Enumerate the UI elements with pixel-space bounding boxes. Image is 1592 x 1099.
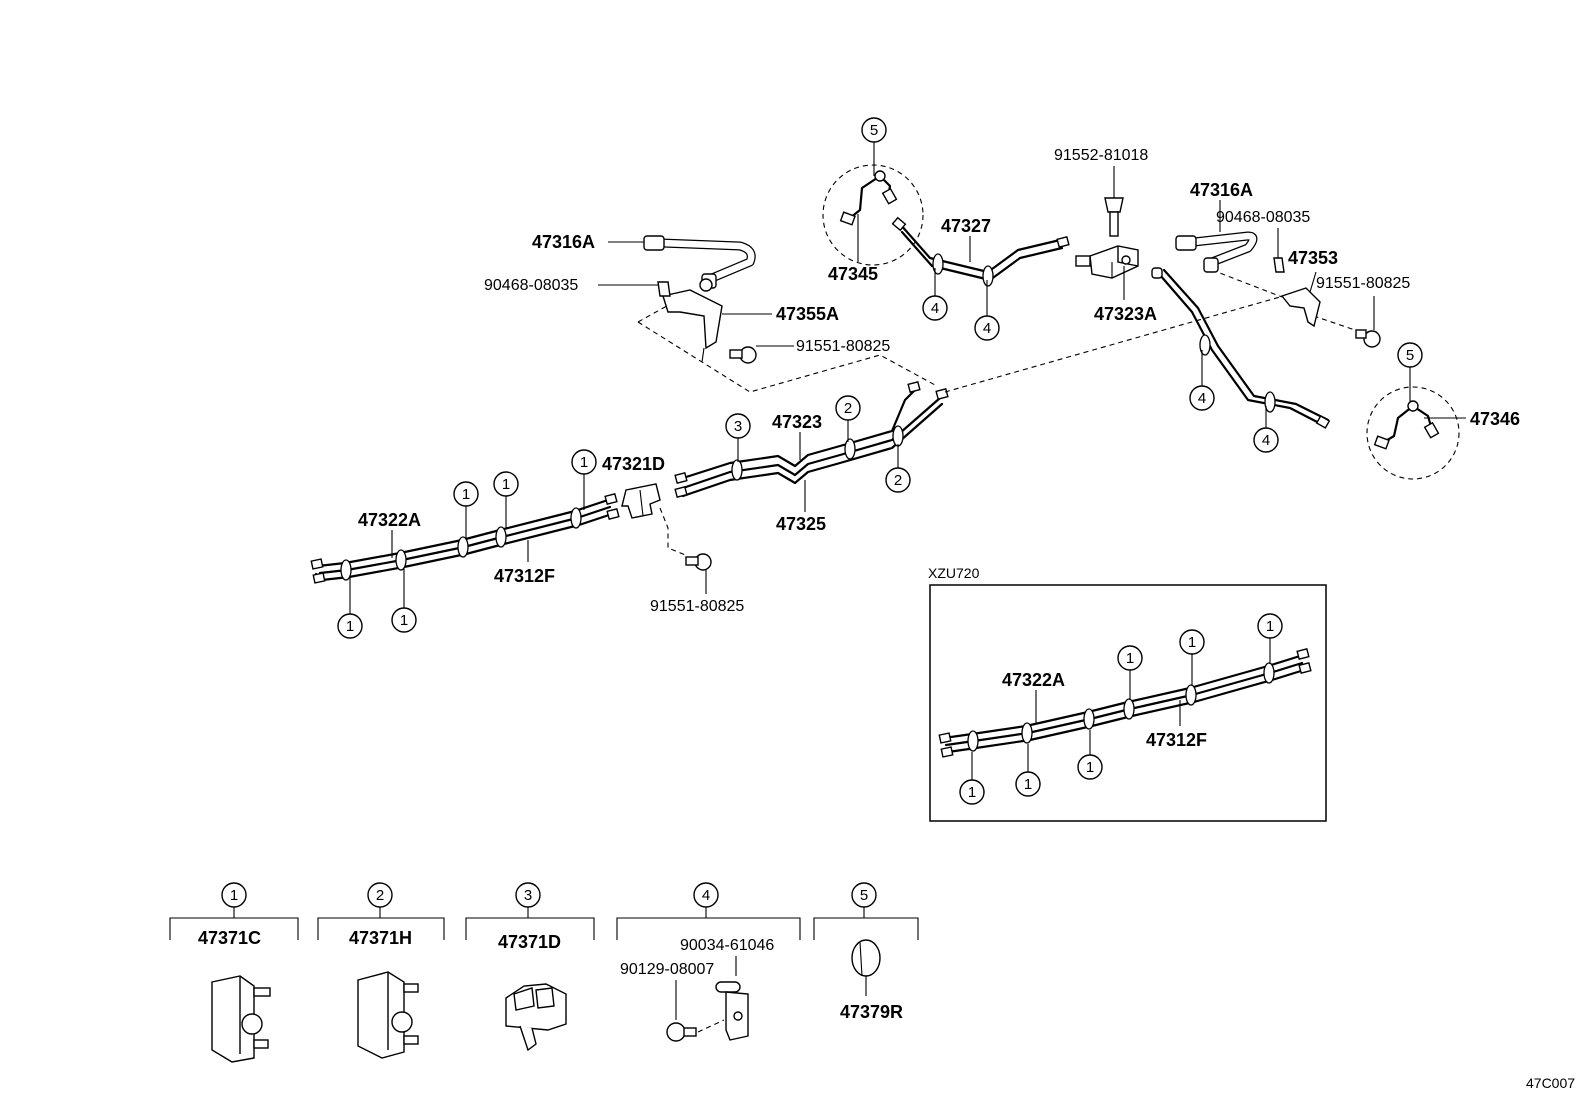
label-47321D: 47321D: [602, 454, 665, 474]
inset-label-47322A: 47322A: [1002, 670, 1065, 690]
legend-label-47379R: 47379R: [840, 1002, 903, 1022]
bracket-47321D: [621, 483, 712, 571]
label-91551-b: 91551-80825: [1316, 275, 1410, 292]
callout-3: 3: [734, 418, 742, 435]
label-47323: 47323: [772, 412, 822, 432]
callout-2: 2: [844, 400, 852, 417]
legend-item-1: 1 47371C: [169, 882, 299, 1063]
legend-label-90129: 90129-08007: [620, 961, 714, 978]
label-47345: 47345: [828, 264, 878, 284]
label-47346: 47346: [1470, 409, 1520, 429]
callout-2: 2: [894, 472, 902, 489]
hose-47345: [822, 164, 924, 266]
callout-1: 1: [968, 784, 976, 801]
bolt-91551-b: [1355, 329, 1381, 348]
junction-47323A: [1075, 245, 1139, 279]
callout-4: 4: [1198, 390, 1206, 407]
callout-1: 1: [400, 612, 408, 629]
label-90468-left: 90468-08035: [484, 277, 578, 294]
legend-callout-5: 5: [860, 887, 868, 904]
label-47316A-right: 47316A: [1190, 180, 1253, 200]
legend-item-4: 4 90034-61046 90129-08007: [616, 882, 801, 1042]
callout-1: 1: [1024, 776, 1032, 793]
legend-item-2: 2 47371H: [317, 882, 445, 1059]
callout-4: 4: [983, 320, 991, 337]
label-47322A: 47322A: [358, 510, 421, 530]
legend-callout-1: 1: [230, 887, 238, 904]
legend-item-3: 3 47371D: [465, 882, 595, 1052]
bracket-47353: [1280, 287, 1321, 328]
hose-47346: [1366, 386, 1460, 480]
callout-1: 1: [1188, 634, 1196, 651]
label-90468-right: 90468-08035: [1216, 209, 1310, 226]
label-47312F: 47312F: [494, 566, 555, 586]
callout-1: 1: [502, 476, 510, 493]
label-91551-a: 91551-80825: [796, 338, 890, 355]
callout-4: 4: [1262, 432, 1270, 449]
pipe-47327: [891, 216, 1070, 287]
label-91552: 91552-81018: [1054, 147, 1148, 164]
legend-label-90034: 90034-61046: [680, 937, 774, 954]
legend-callout-2: 2: [376, 887, 384, 904]
callout-1: 1: [580, 454, 588, 471]
callout-1: 1: [346, 618, 354, 635]
inset-xzu720: XZU720 47322A 47312F 1 1 1 1 1: [928, 565, 1327, 822]
legend-item-5: 5 47379R: [813, 882, 919, 1022]
callout-5: 5: [870, 122, 878, 139]
label-47325: 47325: [776, 514, 826, 534]
callout-5: 5: [1406, 347, 1414, 364]
label-47353: 47353: [1288, 248, 1338, 268]
callout-1: 1: [1086, 759, 1094, 776]
label-47355A: 47355A: [776, 304, 839, 324]
legend-label-47371D: 47371D: [498, 932, 561, 952]
label-47316A-left: 47316A: [532, 232, 595, 252]
callouts-main: 5 4 4 4 4 5 3 2 2 1 1: [337, 117, 1423, 639]
hose-47316A-left: [643, 235, 756, 292]
pipe-47322A-47312F: [310, 492, 620, 584]
pipe-47323-47325: [674, 380, 949, 499]
clip-90468-right: [1273, 257, 1285, 273]
bolt-91552: [1104, 197, 1124, 237]
bracket-47355A: [657, 281, 723, 363]
callout-4: 4: [931, 300, 939, 317]
label-47327: 47327: [941, 216, 991, 236]
bolt-91551-a: [729, 346, 757, 364]
label-91551-c: 91551-80825: [650, 598, 744, 615]
inset-label-47312F: 47312F: [1146, 730, 1207, 750]
label-47323A: 47323A: [1094, 304, 1157, 324]
callout-1: 1: [1126, 650, 1134, 667]
callout-1: 1: [1266, 618, 1274, 635]
inset-title: XZU720: [928, 565, 980, 581]
legend-callout-4: 4: [702, 887, 710, 904]
diagram-code: 47C007: [1526, 1075, 1575, 1091]
legend-label-47371H: 47371H: [349, 928, 412, 948]
legend-callout-3: 3: [524, 887, 532, 904]
callout-1: 1: [462, 486, 470, 503]
hose-47316A-right: [1175, 231, 1258, 273]
legend-label-47371C: 47371C: [198, 928, 261, 948]
pipe-right-down: [1151, 267, 1331, 429]
